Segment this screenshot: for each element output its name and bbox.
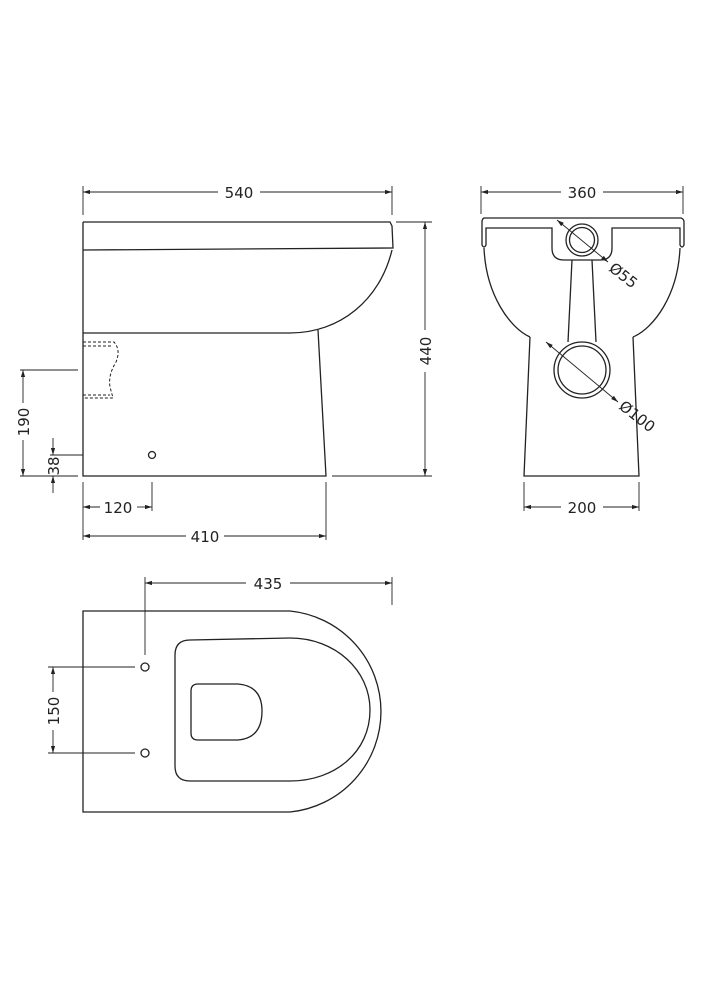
dim-height-440: 440 bbox=[417, 337, 435, 366]
inlet-inner bbox=[568, 226, 596, 254]
lid-opening bbox=[190, 683, 263, 741]
flush-channel bbox=[567, 259, 597, 343]
side-outline bbox=[82, 221, 394, 477]
outlet-inner bbox=[557, 345, 607, 395]
top-outline bbox=[82, 610, 382, 813]
seat-hole-top bbox=[140, 662, 150, 672]
seat-outline bbox=[174, 637, 371, 782]
back-pedestal bbox=[523, 336, 640, 477]
waste-pipe-hidden bbox=[83, 341, 119, 399]
side-view: 540 440 190 38 120 410 bbox=[15, 184, 435, 546]
fixing-hole bbox=[147, 450, 157, 460]
dim-waste-190: 190 bbox=[15, 408, 33, 437]
seat-hole-bottom bbox=[140, 748, 150, 758]
back-bowl bbox=[483, 247, 681, 338]
dim-fixing-38: 38 bbox=[45, 456, 63, 475]
dim-holes-150: 150 bbox=[45, 697, 63, 726]
back-view: Ø55 Ø100 360 200 bbox=[480, 184, 685, 517]
dim-base-200: 200 bbox=[568, 499, 597, 517]
dim-inlet-55: Ø55 bbox=[606, 259, 641, 292]
dim-offset-120: 120 bbox=[104, 499, 133, 517]
dim-depth-435: 435 bbox=[254, 575, 283, 593]
outlet-outer bbox=[553, 341, 611, 399]
top-view: 435 150 bbox=[45, 575, 393, 813]
dim-depth-410: 410 bbox=[191, 528, 220, 546]
dim-width-540: 540 bbox=[225, 184, 254, 202]
dim-width-360: 360 bbox=[568, 184, 597, 202]
inlet-outer bbox=[565, 223, 599, 257]
